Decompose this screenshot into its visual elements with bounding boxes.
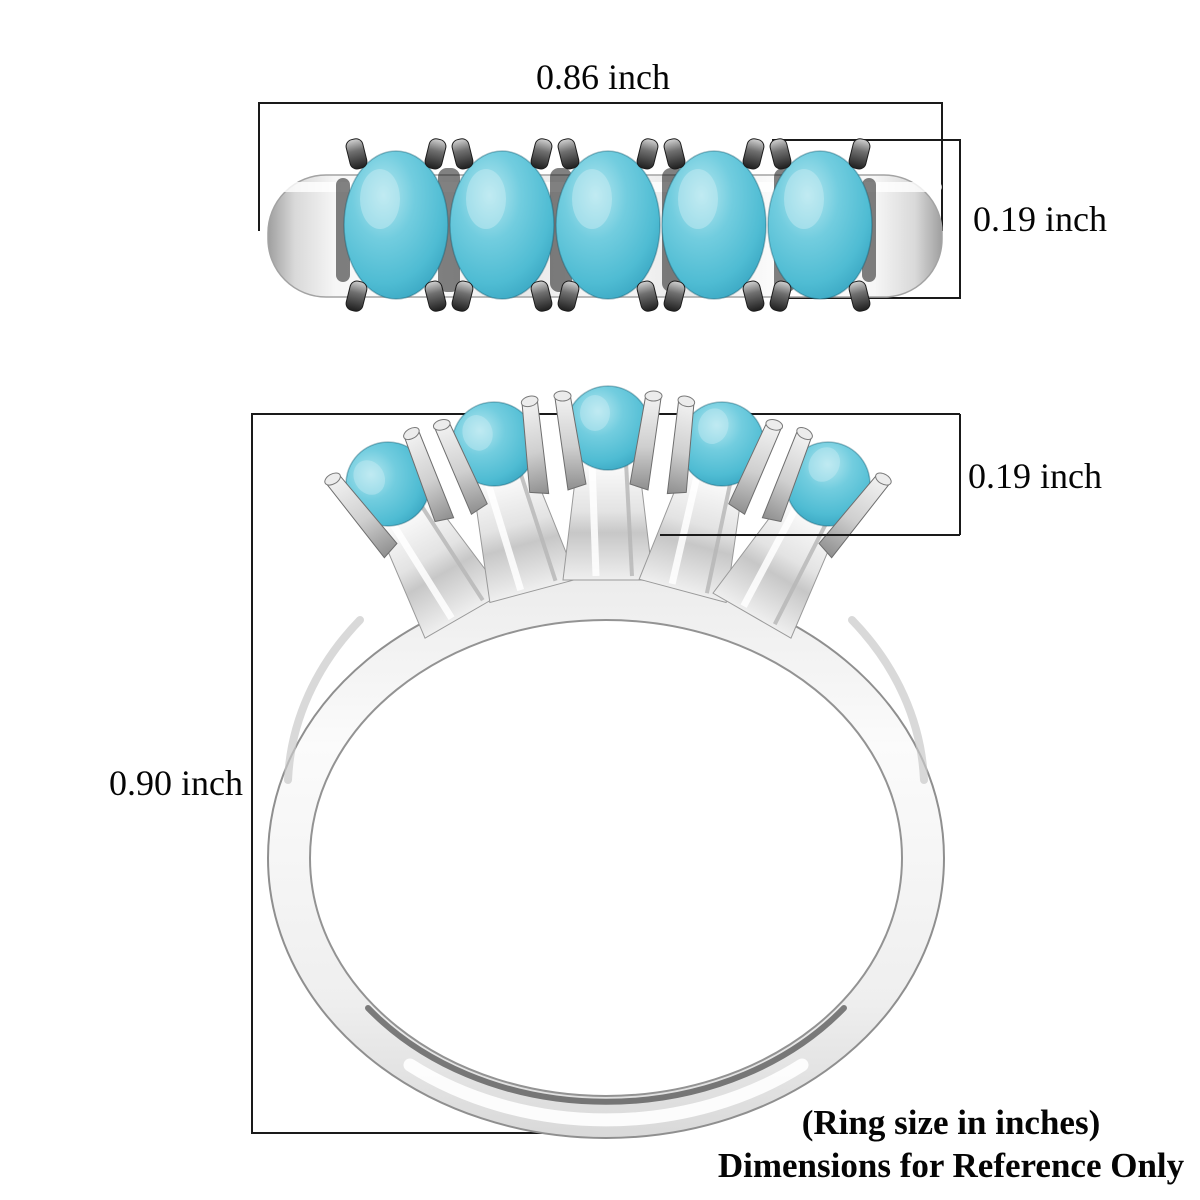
front-view-stone-3 [554, 386, 662, 580]
front-view-stone-height-label: 0.19 inch [968, 456, 1102, 496]
top-view-stone-4 [661, 136, 767, 314]
top-width-bracket [258, 102, 943, 231]
ring-front-view [267, 386, 945, 1139]
footnote-line-1: (Ring size in inches) [801, 1103, 1101, 1142]
front-view-ring-height-label: 0.90 inch [109, 763, 243, 803]
top-view-stone-2 [449, 136, 555, 314]
ring-top-view [267, 136, 943, 314]
top-view-width-label: 0.86 inch [536, 57, 670, 97]
top-view-stone-5 [767, 136, 873, 314]
top-view-stone-1 [343, 136, 449, 314]
reference-footnote: (Ring size in inches) Dimensions for Ref… [718, 1101, 1184, 1187]
top-view-stone-3 [555, 136, 661, 314]
top-view-height-label: 0.19 inch [973, 199, 1107, 239]
footnote-line-2: Dimensions for Reference Only [717, 1146, 1185, 1185]
